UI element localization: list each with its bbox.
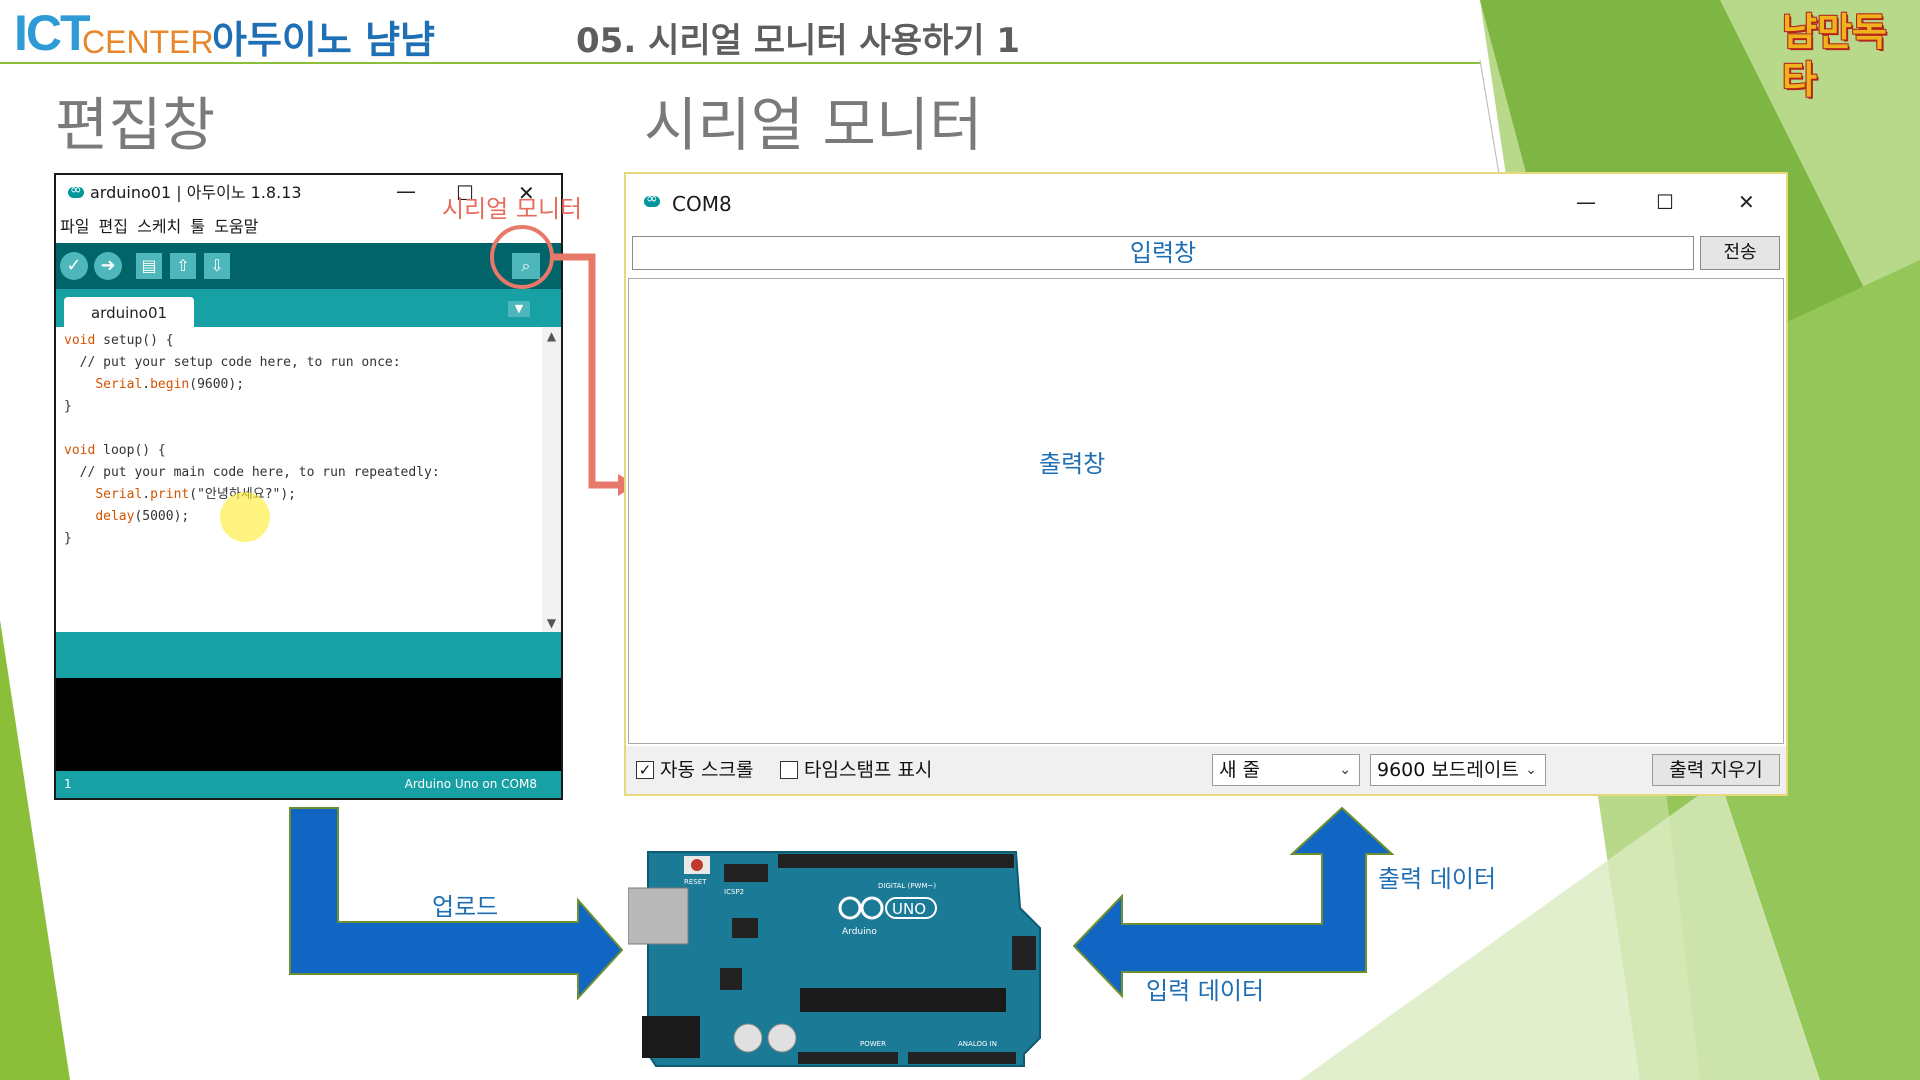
channel-logo: 냠만독타	[1782, 10, 1887, 102]
autoscroll-checkbox[interactable]: ✓	[636, 761, 654, 779]
line-ending-value: 새 줄	[1219, 759, 1260, 781]
send-button[interactable]: 전송	[1700, 236, 1780, 270]
digital-header	[778, 854, 1014, 868]
serial-monitor-title: COM8	[672, 192, 732, 216]
serial-monitor-bottom-bar: ✓ 자동 스크롤 타임스탬프 표시 새 줄 ⌄ 9600 보드레이트 ⌄ 출력 …	[626, 746, 1786, 794]
serial-monitor-window: COM8 — ☐ ✕ 입력창 전송 출력창 ✓ 자동 스크롤 타임스탬프 표시 …	[624, 172, 1788, 796]
code-line: void loop() {	[64, 443, 166, 458]
chevron-down-icon[interactable]: ▼	[508, 301, 530, 317]
mouse-cursor-highlight	[220, 492, 270, 542]
power-jack	[642, 1016, 700, 1058]
menu-edit[interactable]: 편집	[98, 217, 128, 236]
menu-help[interactable]: 도움말	[214, 217, 259, 236]
monitor-close-button[interactable]: ✕	[1738, 190, 1755, 214]
bidirectional-arrow	[1072, 806, 1395, 999]
output-area-annotation: 출력창	[1039, 450, 1106, 478]
code-line: Serial.print("안녕하세요?");	[95, 487, 296, 502]
file-icon[interactable]: ▤	[136, 253, 162, 279]
ide-menubar: 파일 편집 스케치 툴 도움말	[60, 217, 258, 237]
ide-statusbar: 1 Arduino Uno on COM8	[56, 771, 561, 798]
capacitor	[767, 1023, 797, 1053]
ide-window-title: arduino01 | 아두이노 1.8.13	[90, 183, 302, 202]
line-ending-select[interactable]: 새 줄 ⌄	[1212, 754, 1360, 786]
serial-monitor-titlebar: COM8 — ☐ ✕	[626, 174, 1786, 230]
clear-output-button[interactable]: 출력 지우기	[1652, 754, 1780, 786]
icsp-header	[1012, 936, 1036, 970]
chevron-down-icon[interactable]: ▼	[546, 616, 557, 630]
timestamp-label: 타임스탬프 표시	[804, 759, 933, 781]
menu-file[interactable]: 파일	[60, 217, 90, 236]
brand-ict-logo: ICT	[14, 5, 91, 61]
ide-minimize-button[interactable]: —	[396, 179, 416, 203]
code-line: delay(5000);	[95, 509, 190, 524]
menu-sketch[interactable]: 스케치	[137, 217, 182, 236]
timestamp-checkbox[interactable]	[780, 761, 798, 779]
chevron-down-icon: ⌄	[1525, 762, 1537, 778]
baud-rate-value: 9600 보드레이트	[1377, 759, 1519, 781]
course-title: 아두이노 냠냠	[212, 18, 435, 62]
arduino-logo-icon	[68, 182, 84, 198]
menu-tools[interactable]: 툴	[190, 217, 206, 236]
chevron-down-icon: ⌄	[1339, 762, 1351, 778]
ide-message-area	[56, 632, 561, 678]
tab-arduino01[interactable]: arduino01	[64, 297, 194, 327]
ide-console	[56, 678, 561, 771]
digital-text: DIGITAL (PWM~)	[878, 882, 936, 890]
code-line	[64, 418, 542, 440]
usb-connector	[628, 887, 689, 945]
lesson-title: 05. 시리얼 모니터 사용하기 1	[576, 21, 1021, 61]
reset-text: RESET	[684, 878, 707, 886]
analog-header	[908, 1052, 1016, 1064]
arduino-ide-window: arduino01 | 아두이노 1.8.13 — ☐ ✕ 파일 편집 스케치 …	[54, 173, 563, 800]
power-header	[798, 1052, 898, 1064]
capacitor	[733, 1023, 763, 1053]
code-line: // put your setup code here, to run once…	[64, 355, 401, 370]
monitor-maximize-button[interactable]: ☐	[1656, 190, 1674, 214]
upload-arrow	[289, 807, 624, 1000]
editor-scrollbar[interactable]: ▲ ▼	[542, 327, 561, 632]
status-line-number: 1	[64, 777, 72, 791]
microcontroller-chip	[800, 988, 1006, 1012]
code-line: void setup() {	[64, 333, 174, 348]
code-line: // put your main code here, to run repea…	[64, 465, 440, 480]
header-divider	[0, 62, 1480, 64]
baud-rate-select[interactable]: 9600 보드레이트 ⌄	[1370, 754, 1546, 786]
chevron-up-icon[interactable]: ▲	[546, 329, 557, 343]
status-board: Arduino Uno on COM8	[404, 777, 537, 791]
analog-text: ANALOG IN	[958, 1040, 997, 1048]
autoscroll-label: 자동 스크롤	[660, 759, 754, 781]
upload-label: 업로드	[432, 893, 499, 921]
arduino-uno-board: RESET ICSP2 DIGITAL (PWM~) UNO Arduino P…	[628, 851, 1041, 1067]
power-text: POWER	[860, 1040, 886, 1048]
code-line: }	[64, 531, 72, 546]
arduino-logo-icon	[644, 191, 660, 207]
monitor-section-title: 시리얼 모니터	[644, 91, 983, 159]
input-data-label: 입력 데이터	[1146, 977, 1265, 1005]
code-line: }	[64, 399, 72, 414]
ide-titlebar: arduino01 | 아두이노 1.8.13 — ☐ ✕	[56, 175, 561, 211]
serial-input-field[interactable]: 입력창	[632, 236, 1694, 270]
uno-text: UNO	[892, 900, 926, 918]
uno-logo: UNO Arduino	[838, 896, 937, 937]
arrow-down-icon[interactable]: ⇩	[204, 253, 230, 279]
bg-shape-right-pale	[1300, 780, 1820, 1080]
editor-section-title: 편집창	[55, 91, 216, 159]
ide-close-button[interactable]: ✕	[518, 181, 535, 205]
ide-maximize-button[interactable]: ☐	[456, 181, 474, 205]
arrow-right-icon[interactable]: ➜	[94, 252, 122, 280]
brand-center: CENTER	[82, 24, 214, 60]
serial-output-area[interactable]: 출력창	[628, 278, 1784, 744]
arrow-up-icon[interactable]: ⇧	[170, 253, 196, 279]
ide-tabbar: arduino01 ▼	[56, 289, 561, 327]
code-editor[interactable]: void setup() { // put your setup code he…	[56, 327, 542, 632]
check-icon[interactable]: ✓	[60, 252, 88, 280]
code-line: Serial.begin(9600);	[95, 377, 245, 392]
monitor-minimize-button[interactable]: —	[1576, 190, 1596, 214]
serial-monitor-callout: 시리얼 모니터	[442, 195, 583, 223]
bg-shape-left	[0, 620, 70, 1080]
output-data-label: 출력 데이터	[1378, 865, 1497, 893]
arduino-text: Arduino	[842, 927, 877, 937]
icsp-text: ICSP2	[724, 888, 744, 896]
ide-toolbar: ✓ ➜ ▤ ⇧ ⇩ ⌕	[56, 243, 561, 289]
